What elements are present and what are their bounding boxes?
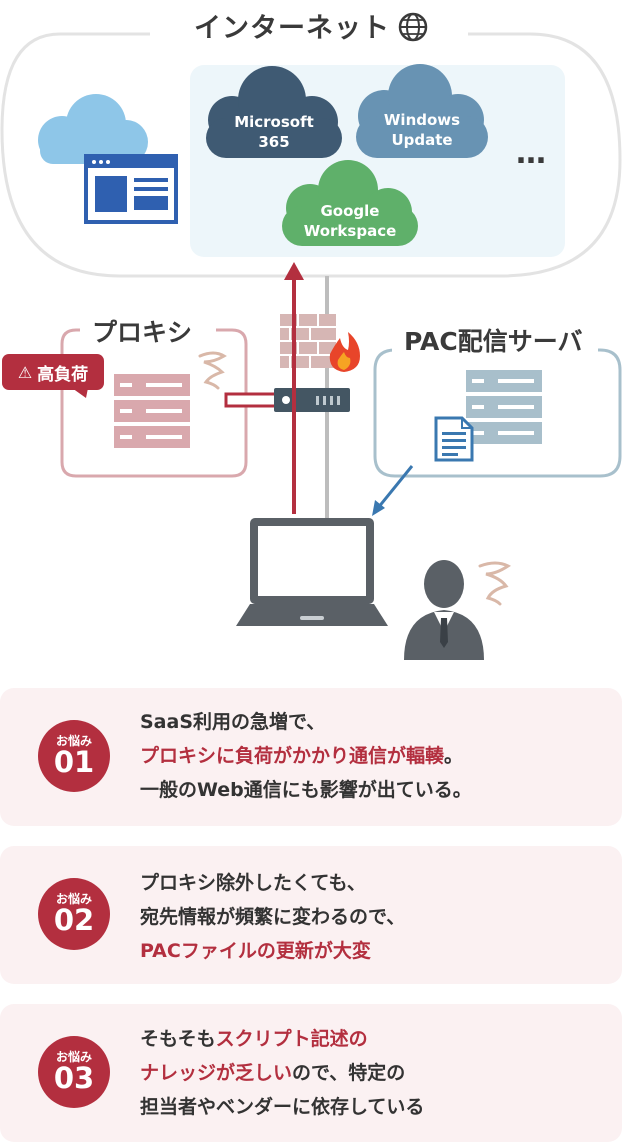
worry-card-03: お悩み 03 そもそもスクリプト記述の ナレッジが乏しいので、特定の 担当者やベ… <box>0 1004 622 1142</box>
worry-badge: お悩み 03 <box>38 1036 110 1108</box>
worry-line: SaaS利用の急増で、 <box>140 711 326 733</box>
worry-card-01: お悩み 01 SaaS利用の急増で、 プロキシに負荷がかかり通信が輻輳。 一般の… <box>0 688 622 826</box>
traffic-arrow-up <box>284 262 304 514</box>
worry-number: 02 <box>53 903 95 937</box>
internet-boundary <box>0 32 622 278</box>
worry-highlight: PACファイルの更新が大変 <box>140 940 371 962</box>
pac-file-icon <box>434 416 474 462</box>
google-workspace-label: Google Workspace <box>282 201 418 241</box>
worry-line: そもそもスクリプト記述の <box>140 1022 610 1056</box>
worry-line: 一般のWeb通信にも影響が出ている。 <box>140 779 472 801</box>
high-load-badge: ⚠高負荷 <box>2 354 104 390</box>
worry-line: 担当者やベンダーに依存している <box>140 1096 425 1118</box>
worry-line-end: 。 <box>444 745 464 767</box>
worry-text: そもそもスクリプト記述の ナレッジが乏しいので、特定の 担当者やベンダーに依存し… <box>140 1022 610 1124</box>
worry-line: プロキシ除外したくても、 <box>140 872 366 894</box>
cloud-label-line: Update <box>391 131 453 149</box>
google-workspace-cloud <box>282 160 418 246</box>
worry-line-end: ので、特定の <box>292 1062 406 1084</box>
worry-card-02: お悩み 02 プロキシ除外したくても、 宛先情報が頻繁に変わるので、 PACファ… <box>0 846 622 984</box>
cloud-label-line: Google <box>320 202 380 220</box>
generic-cloud-icon <box>38 94 148 164</box>
proxy-box <box>60 328 248 478</box>
windows-update-cloud <box>356 64 488 158</box>
cloud-label-line: 365 <box>258 133 290 151</box>
firewall-icon <box>280 314 336 368</box>
worry-line: ナレッジが乏しいので、特定の <box>140 1056 610 1090</box>
router-icon <box>274 388 350 412</box>
proxy-server-icon <box>114 374 190 448</box>
worry-highlight: スクリプト記述の <box>215 1028 368 1050</box>
worry-number: 03 <box>53 1061 95 1095</box>
worry-line: プロキシに負荷がかかり通信が輻輳。 <box>140 739 610 773</box>
cloud-label-line: Workspace <box>303 222 397 240</box>
internet-title: インターネット <box>0 6 622 49</box>
worry-label: お悩み <box>55 734 92 748</box>
worry-number: 01 <box>53 745 95 779</box>
network-diagram <box>0 32 622 660</box>
worry-line-start: そもそも <box>140 1028 216 1050</box>
proxy-title: プロキシ <box>80 313 205 349</box>
stress-scribble-icon <box>198 351 227 390</box>
worry-badge: お悩み 02 <box>38 878 110 950</box>
microsoft-365-label: Microsoft 365 <box>206 112 342 152</box>
stress-scribble-icon <box>478 561 511 606</box>
worry-text: SaaS利用の急増で、 プロキシに負荷がかかり通信が輻輳。 一般のWeb通信にも… <box>140 705 610 807</box>
worry-highlight: プロキシに負荷がかかり通信が輻輳 <box>140 745 445 767</box>
laptop-icon <box>236 518 388 626</box>
pac-server-title: PAC配信サーバ <box>392 322 595 358</box>
worry-line: 宛先情報が頻繁に変わるので、 <box>140 906 406 928</box>
internet-title-text: インターネット <box>194 13 390 44</box>
windows-update-label: Windows Update <box>356 110 488 150</box>
pac-box <box>373 348 622 478</box>
more-services-ellipsis: … <box>516 136 546 171</box>
pac-server-icon <box>466 370 542 444</box>
worry-label: お悩み <box>55 1050 92 1064</box>
worry-text: プロキシ除外したくても、 宛先情報が頻繁に変わるので、 PACファイルの更新が大… <box>140 866 610 968</box>
fire-icon <box>329 332 360 372</box>
browser-window-icon <box>84 154 178 224</box>
badge-pointer <box>72 388 88 398</box>
cloud-label-line: Microsoft <box>234 113 314 131</box>
high-load-text: 高負荷 <box>37 364 89 385</box>
worry-label: お悩み <box>55 892 92 906</box>
globe-icon <box>398 12 428 49</box>
worry-badge: お悩み 01 <box>38 720 110 792</box>
cloud-label-line: Windows <box>383 111 461 129</box>
pac-to-laptop-arrow <box>372 465 414 516</box>
warning-icon: ⚠ <box>17 362 33 382</box>
microsoft-365-cloud <box>206 66 342 158</box>
worry-highlight: ナレッジが乏しい <box>140 1062 293 1084</box>
user-icon <box>404 560 484 660</box>
